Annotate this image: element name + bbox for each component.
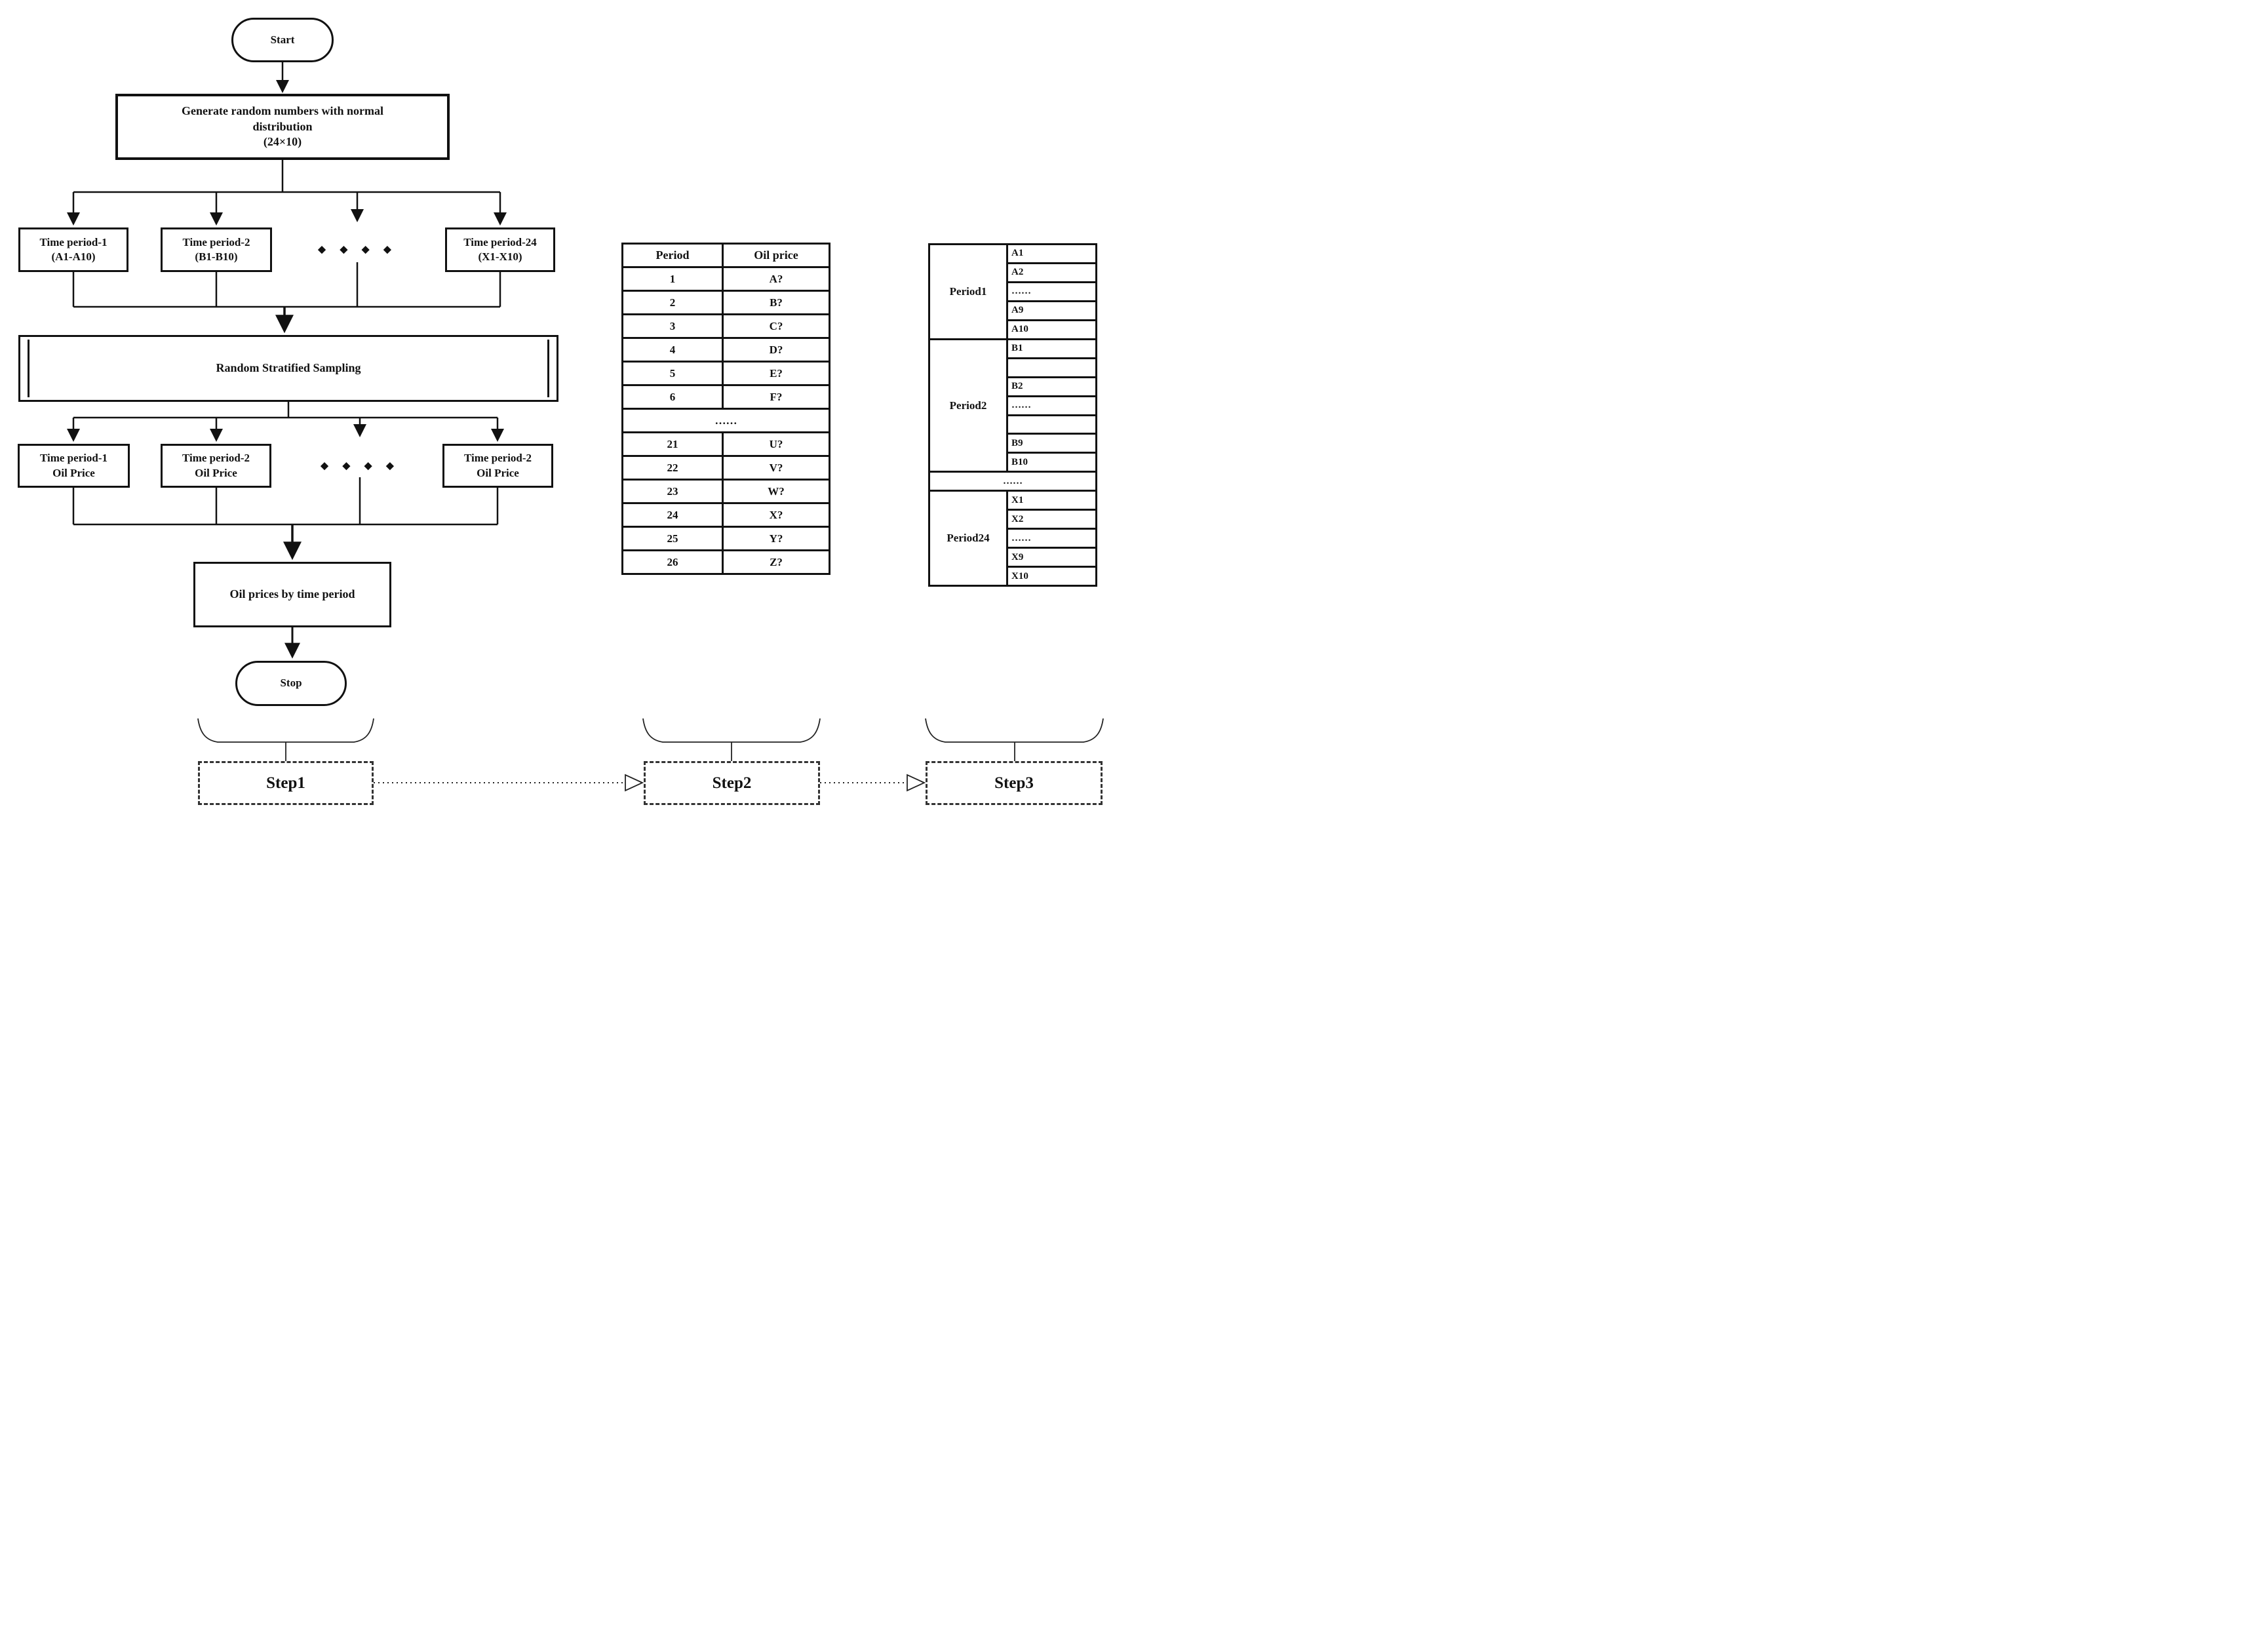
group-label-period1: Period1 [930,245,1006,338]
time-period-2-box: Time period-2 (B1-B10) [161,227,272,272]
sample-cell: A2 [1008,264,1095,281]
table-cell: F? [724,386,829,408]
sample-cell: B2 [1008,378,1095,395]
step-braces [197,718,1104,761]
step3-label: Step3 [994,774,1034,792]
table-cell: A? [724,268,829,290]
table-cell: E? [724,363,829,384]
step-arrows [374,774,926,792]
table-cell: 23 [623,481,722,502]
output-label: Oil prices by time period [229,587,355,601]
random-stratified-sampling-process: Random Stratified Sampling [18,335,558,402]
sampling-label: Random Stratified Sampling [216,361,361,375]
step1-label: Step1 [266,774,305,792]
sample-cell: X10 [1008,568,1095,585]
sample-cell: A9 [1008,302,1095,319]
sample-cell: B1 [1008,340,1095,357]
step2-label: Step2 [712,774,752,792]
sample-cell: A1 [1008,245,1095,262]
oil-price-2-label: Time period-2 Oil Price [182,452,250,479]
generate-process: Generate random numbers with normal dist… [115,94,450,160]
flow-connectors [67,62,507,659]
open-arrowhead-icon [907,774,926,792]
sample-cell: X1 [1008,492,1095,509]
sample-cell [1008,359,1095,376]
table-cell: V? [724,457,829,479]
predefined-process-bar-left [28,340,29,397]
time-period-1-box: Time period-1 (A1-A10) [18,227,128,272]
table-cell: 24 [623,504,722,526]
predefined-process-bar-right [547,340,549,397]
sample-cell: A10 [1008,321,1095,338]
table-cell: 1 [623,268,722,290]
table-cell: 2 [623,292,722,313]
oil-price-1-box: Time period-1 Oil Price [18,444,130,488]
table-cell: X? [724,504,829,526]
brace-step3 [925,718,1104,743]
time-period-2-label: Time period-2 (B1-B10) [182,235,250,263]
brace-step1 [197,718,374,743]
table-cell: D? [724,339,829,361]
oil-price-2-box: Time period-2 Oil Price [161,444,271,488]
table-cell: B? [724,292,829,313]
table-cell: 21 [623,433,722,455]
sample-cell [1008,416,1095,433]
table-cell: 25 [623,528,722,549]
sample-cell: B9 [1008,435,1095,452]
oil-price-24-label: Time period-2 Oil Price [463,452,532,479]
ellipsis-row: …… [623,410,829,431]
diagram-canvas: Start Generate random numbers with norma… [0,0,1124,826]
output-box: Oil prices by time period [193,562,391,627]
start-terminator: Start [231,18,334,62]
oil-price-24-box: Time period-2 Oil Price [442,444,553,488]
table-cell: 4 [623,339,722,361]
table-cell: W? [724,481,829,502]
time-period-1-label: Time period-1 (A1-A10) [39,235,107,263]
table-cell: 6 [623,386,722,408]
ellipsis-dots-top: ◆ ◆ ◆ ◆ [318,245,397,255]
connector-lines [67,62,1104,792]
table-cell: Y? [724,528,829,549]
period-oil-price-table: Period Oil price 1 A? 2 B? 3 C? 4 D? 5 E… [621,243,830,575]
time-period-24-label: Time period-24 (X1-X10) [463,235,537,263]
generate-label: Generate random numbers with normal dist… [182,104,383,149]
period-samples-table: Period1 A1 A2 …… A9 A10 Period2 B1 B2 ……… [928,243,1097,587]
table-cell: 5 [623,363,722,384]
ellipsis-dots-bottom: ◆ ◆ ◆ ◆ [321,461,400,471]
step1-box: Step1 [198,761,374,805]
start-label: Start [270,33,295,46]
sample-cell: B10 [1008,454,1095,471]
step3-box: Step3 [926,761,1103,805]
column-header-oil-price: Oil price [724,245,829,266]
step2-box: Step2 [644,761,820,805]
open-arrowhead-icon [625,774,644,792]
group-label-period2: Period2 [930,340,1006,471]
sample-cell: …… [1008,530,1095,547]
sample-cell: X9 [1008,549,1095,566]
group-label-period24: Period24 [930,492,1006,585]
sample-cell: …… [1008,283,1095,300]
time-period-24-box: Time period-24 (X1-X10) [445,227,555,272]
ellipsis-row: …… [930,473,1095,490]
oil-price-1-label: Time period-1 Oil Price [39,452,108,479]
sample-cell: …… [1008,397,1095,414]
table-cell: C? [724,315,829,337]
table-cell: 3 [623,315,722,337]
table-cell: U? [724,433,829,455]
brace-step2 [642,718,821,743]
table-cell: 26 [623,551,722,573]
stop-terminator: Stop [235,661,347,706]
sample-cell: X2 [1008,511,1095,528]
column-header-period: Period [623,245,722,266]
table-cell: 22 [623,457,722,479]
stop-label: Stop [280,677,302,690]
table-cell: Z? [724,551,829,573]
